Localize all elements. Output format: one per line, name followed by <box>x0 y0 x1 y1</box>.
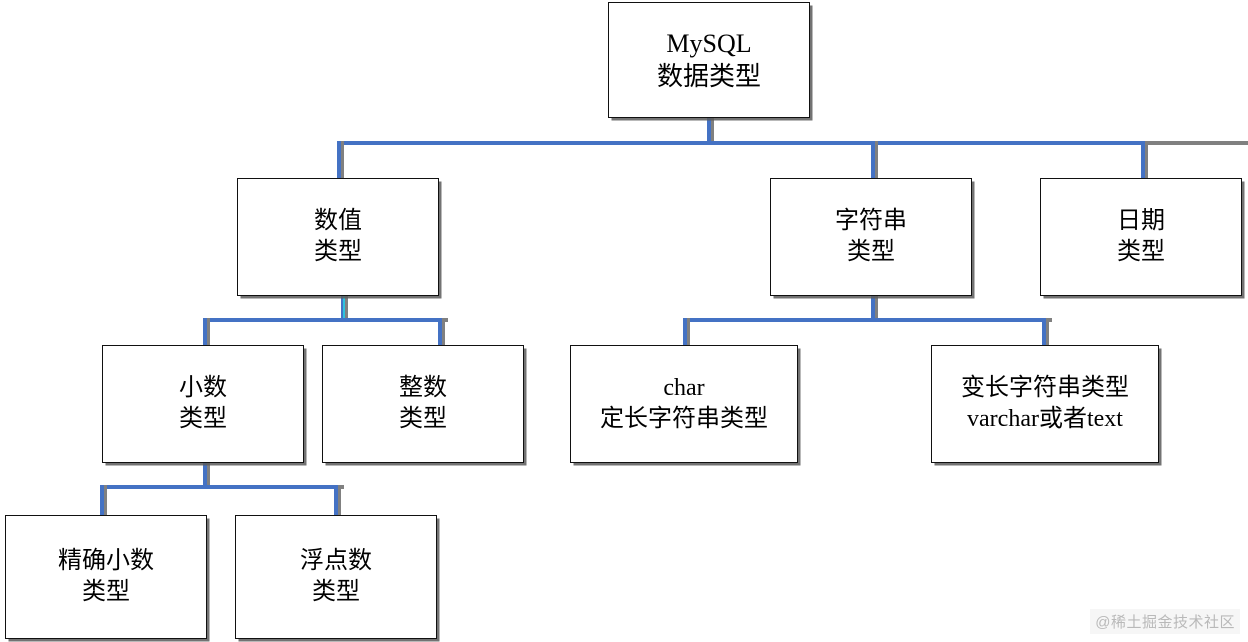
connector-string-bus <box>683 318 1046 322</box>
node-float-type[interactable]: 浮点数 类型 <box>235 515 437 639</box>
node-char-line2: 定长字符串类型 <box>600 406 768 432</box>
node-numeric-line2: 类型 <box>314 239 362 265</box>
node-char-line1: char <box>663 375 705 402</box>
connector-decimal-bus <box>100 485 338 489</box>
node-varchar-line1: 变长字符串类型 <box>961 375 1129 402</box>
node-numeric-line1: 数值 <box>314 208 362 235</box>
node-integer-type[interactable]: 整数 类型 <box>322 345 524 463</box>
watermark: @稀土掘金技术社区 <box>1090 609 1240 634</box>
connector-shadow <box>103 485 107 515</box>
connector-numeric-highlight <box>343 295 345 321</box>
connector-drop-string <box>871 141 875 178</box>
node-root[interactable]: MySQL 数据类型 <box>608 2 810 118</box>
connector-drop-char <box>683 318 687 346</box>
node-string-type[interactable]: 字符串 类型 <box>770 178 972 296</box>
node-integer-line2: 类型 <box>399 406 447 432</box>
node-date-line1: 日期 <box>1117 208 1165 235</box>
connector-shadow <box>206 318 210 346</box>
connector-drop-date <box>1141 141 1145 178</box>
node-char-type[interactable]: char 定长字符串类型 <box>570 345 798 463</box>
node-string-line2: 类型 <box>847 239 895 265</box>
connector-numeric-bus <box>203 318 442 322</box>
connector-shadow <box>686 318 690 346</box>
connector-drop-exact-decimal <box>100 485 104 515</box>
node-root-line1: MySQL <box>666 28 752 58</box>
node-integer-line1: 整数 <box>399 375 447 402</box>
node-root-line2: 数据类型 <box>656 62 761 91</box>
node-decimal-line1: 小数 <box>179 375 227 402</box>
connector-drop-decimal <box>203 318 207 346</box>
connector-shadow <box>340 141 344 178</box>
node-decimal-type[interactable]: 小数 类型 <box>102 345 304 463</box>
node-exact-decimal-type[interactable]: 精确小数 类型 <box>5 515 207 639</box>
node-exact-decimal-line2: 类型 <box>82 579 130 605</box>
connector-drop-numeric <box>337 141 341 178</box>
connector-drop-varchar <box>1042 318 1046 346</box>
connector-root-stem <box>707 118 711 145</box>
node-string-line1: 字符串 <box>835 208 907 235</box>
connector-shadow <box>710 118 714 144</box>
connector-shadow <box>337 485 341 515</box>
node-float-line2: 类型 <box>312 579 360 605</box>
node-date-type[interactable]: 日期 类型 <box>1040 178 1242 296</box>
node-varchar-line2: varchar或者text <box>967 406 1123 432</box>
connector-shadow <box>441 318 445 346</box>
connector-drop-float <box>334 485 338 515</box>
node-date-line2: 类型 <box>1117 239 1165 265</box>
connector-string-stem <box>871 295 875 321</box>
connector-shadow <box>874 141 878 178</box>
connector-drop-integer <box>438 318 442 346</box>
connector-shadow <box>874 295 878 321</box>
connector-shadow <box>1144 141 1148 178</box>
node-varchar-type[interactable]: 变长字符串类型 varchar或者text <box>931 345 1159 463</box>
node-exact-decimal-line1: 精确小数 <box>58 548 154 575</box>
connector-shadow <box>206 462 210 488</box>
node-float-line1: 浮点数 <box>300 548 372 575</box>
connector-decimal-stem <box>203 462 207 488</box>
connector-shadow <box>344 295 348 321</box>
node-decimal-line2: 类型 <box>179 406 227 432</box>
connector-shadow <box>1045 318 1049 346</box>
connector-root-bus <box>337 141 1144 145</box>
node-numeric-type[interactable]: 数值 类型 <box>237 178 439 296</box>
